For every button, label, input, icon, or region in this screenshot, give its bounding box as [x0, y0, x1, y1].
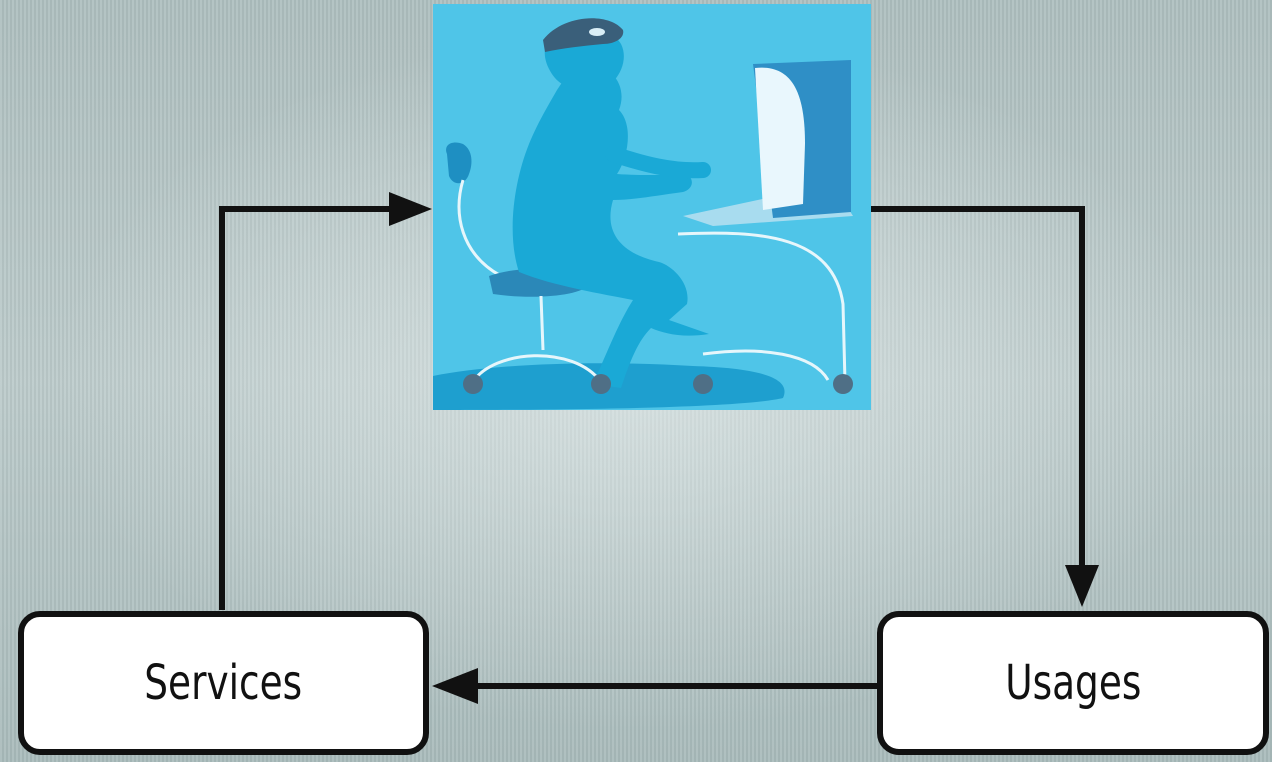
- person-at-computer-icon: [433, 4, 871, 410]
- services-label: Services: [144, 655, 303, 711]
- usages-box: Usages: [877, 611, 1269, 755]
- arrow-services-to-user: [219, 206, 392, 610]
- arrowhead-into-services: [432, 668, 478, 704]
- services-box: Services: [18, 611, 429, 755]
- arrowhead-into-usages: [1065, 565, 1099, 607]
- arrowhead-into-user: [389, 192, 432, 226]
- usages-label: Usages: [1004, 655, 1142, 711]
- arrow-user-to-usages: [871, 206, 1085, 568]
